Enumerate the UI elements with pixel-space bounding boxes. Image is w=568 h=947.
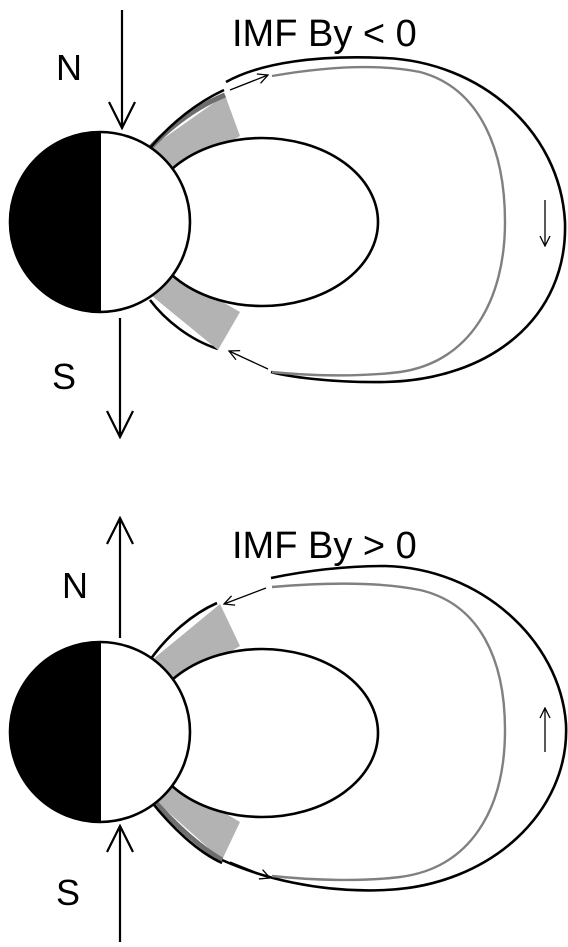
cusp-shade-south (152, 273, 240, 350)
gray-field-line (271, 582, 507, 882)
panel-by-positive: IMF By > 0 N S (8, 518, 568, 942)
north-label: N (56, 47, 82, 88)
outer-field-line-dayside (148, 601, 218, 661)
panel-title: IMF By > 0 (232, 525, 417, 567)
outer-field-line-nightside (148, 299, 219, 351)
earth (8, 130, 192, 314)
panel-by-negative: IMF By < 0 N S (8, 10, 567, 437)
gray-field-line (271, 65, 507, 377)
cusp-shade-south (150, 782, 240, 860)
flow-arrow-south (229, 861, 270, 878)
flow-arrow-north (224, 587, 267, 604)
outer-field-line-north-edge (149, 88, 225, 149)
flow-arrow-north (229, 75, 268, 91)
south-label: S (52, 356, 76, 397)
outer-field-line (221, 564, 568, 892)
cusp-shade-north (152, 604, 240, 685)
earth-night-side (10, 132, 100, 312)
south-label: S (56, 872, 80, 913)
earth-night-side (10, 642, 100, 822)
cusp-shade-south-dark (148, 794, 224, 863)
earth (8, 640, 192, 824)
cusp-shade-north (150, 95, 240, 176)
panel-title: IMF By < 0 (232, 13, 417, 55)
outer-field-line-south-edge (148, 799, 223, 865)
north-label: N (62, 565, 88, 606)
outer-field-line (225, 56, 567, 384)
flow-arrow-south (229, 351, 269, 370)
